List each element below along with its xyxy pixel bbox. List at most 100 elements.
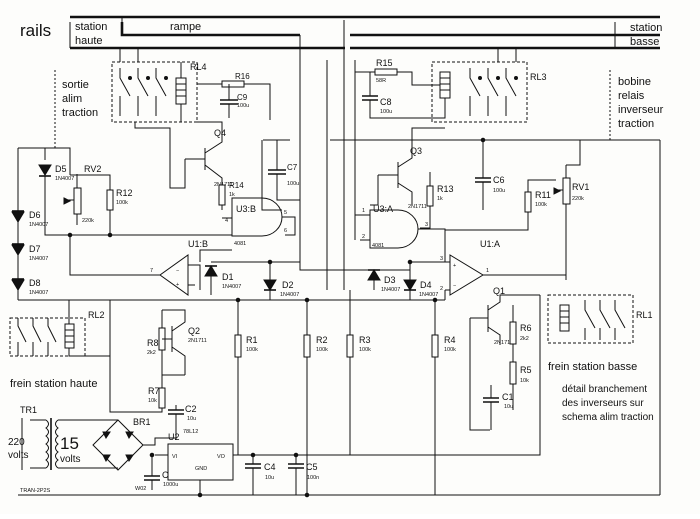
- junction-dots: [67, 137, 486, 498]
- rv2-label: RV2: [84, 164, 101, 174]
- r11-label: R11: [535, 190, 551, 200]
- r13-label: R13: [437, 184, 454, 194]
- q1-value: 2N1711: [494, 340, 513, 346]
- station-haute-line1: station: [75, 21, 107, 33]
- d5-label: D5: [55, 164, 67, 174]
- r5-value: 10k: [520, 378, 529, 384]
- u1b-minus: −: [176, 268, 179, 274]
- diode-d7: [11, 243, 25, 256]
- u3a-part: 4081: [372, 243, 384, 249]
- resistor-r14: [218, 184, 226, 206]
- c3-value: 1000u: [163, 482, 178, 488]
- svg-text:inverseur: inverseur: [618, 104, 664, 116]
- volts-220-line1: 220: [8, 437, 25, 448]
- d7-value: 1N4007: [29, 256, 48, 262]
- r1-value: 100k: [246, 347, 258, 353]
- d1-label: D1: [222, 272, 234, 282]
- q3-value: 2N1711: [408, 204, 427, 210]
- resistor-r11: [445, 191, 532, 231]
- u1b-pin7: 7: [150, 268, 153, 274]
- d4-value: 1N4007: [419, 292, 438, 298]
- opamp-u1a: [444, 248, 566, 300]
- opamp-u1b: [69, 235, 232, 296]
- capacitor-c9: [220, 84, 238, 118]
- rv1-value: 220k: [572, 196, 584, 202]
- r1-label: R1: [246, 335, 258, 345]
- c5-value: 100n: [307, 475, 319, 481]
- c9-label: C9: [237, 93, 248, 102]
- diode-d4: [403, 262, 417, 300]
- tr1-label: TR1: [20, 405, 37, 415]
- rl2-label: RL2: [88, 310, 105, 320]
- r14-label: R14: [229, 181, 244, 190]
- r3-value: 100k: [359, 347, 371, 353]
- bridge-rectifier-br1: [92, 419, 176, 471]
- c6-value: 100u: [493, 188, 505, 194]
- svg-text:relais: relais: [618, 90, 645, 102]
- capacitor-c4: [245, 455, 261, 495]
- u3a-pin1: 1: [362, 208, 365, 214]
- c6-label: C6: [493, 175, 505, 185]
- resistor-r4: [431, 300, 439, 495]
- capacitor-c1: [483, 385, 499, 430]
- d7-label: D7: [29, 244, 41, 254]
- diode-d3: [367, 269, 381, 290]
- svg-text:détail branchement: détail branchement: [562, 384, 647, 395]
- d4-label: D4: [420, 280, 432, 290]
- capacitor-c6: [475, 140, 491, 210]
- resistor-r12: [106, 189, 114, 235]
- u3b-label: U3:B: [236, 204, 256, 214]
- rl1-label: RL1: [636, 310, 653, 320]
- u1b-label: U1:B: [188, 239, 208, 249]
- sortie-alim-traction-label: sortie alim traction: [62, 79, 98, 119]
- u1a-plus: +: [453, 263, 456, 269]
- d6-label: D6: [29, 210, 41, 220]
- r6-label: R6: [520, 323, 532, 333]
- potentiometer-rv1: [527, 165, 571, 280]
- u1a-pin1: 1: [486, 268, 489, 274]
- relay-rl4: [111, 61, 198, 123]
- r5-label: R5: [520, 365, 532, 375]
- c1-value: 10u: [504, 404, 513, 410]
- relay-rl1: [547, 294, 634, 344]
- frein-station-basse-label: frein station basse: [548, 361, 637, 373]
- detail-note: détail branchement des inverseurs sur sc…: [562, 384, 654, 423]
- r13-value: 1k: [437, 196, 443, 202]
- volts-220-line2: volts: [8, 450, 29, 461]
- q2-value: 2N1711: [188, 338, 207, 344]
- u2-vo: VO: [217, 454, 226, 460]
- r2-value: 100k: [316, 347, 328, 353]
- resistor-r16: [197, 80, 271, 120]
- r2-label: R2: [316, 335, 328, 345]
- d5-value: 1N4007: [55, 176, 74, 182]
- svg-text:alim: alim: [62, 93, 82, 105]
- d2-label: D2: [282, 280, 294, 290]
- tran-label: TRAN-2P2S: [20, 488, 51, 494]
- resistor-r13: [420, 172, 434, 229]
- c7-value: 100u: [287, 181, 299, 187]
- station-basse-line1: station: [630, 22, 662, 34]
- u2-vi: VI: [172, 454, 178, 460]
- c8-label: C8: [380, 97, 392, 107]
- r7-value: 10k: [148, 398, 157, 404]
- potentiometer-rv2: [63, 174, 82, 225]
- c2-label: C2: [185, 404, 197, 414]
- capacitor-c2: [168, 405, 184, 440]
- r14-value: 1k: [229, 192, 235, 198]
- relay-rl2: [9, 300, 110, 357]
- r4-value: 100k: [444, 347, 456, 353]
- volts-15-line2: volts: [60, 454, 81, 465]
- c7-label: C7: [287, 163, 298, 172]
- rv1-label: RV1: [572, 182, 589, 192]
- resistor-r2: [303, 300, 311, 495]
- d6-value: 1N4007: [29, 222, 48, 228]
- u1a-label: U1:A: [480, 239, 500, 249]
- rl3-label: RL3: [530, 72, 547, 82]
- r15-value: 58R: [376, 78, 386, 84]
- regulator-u2: [155, 443, 360, 495]
- transistor-q2: [162, 309, 186, 375]
- u3b-pin5: 5: [284, 210, 287, 216]
- u1a-pin2: 2: [440, 286, 443, 292]
